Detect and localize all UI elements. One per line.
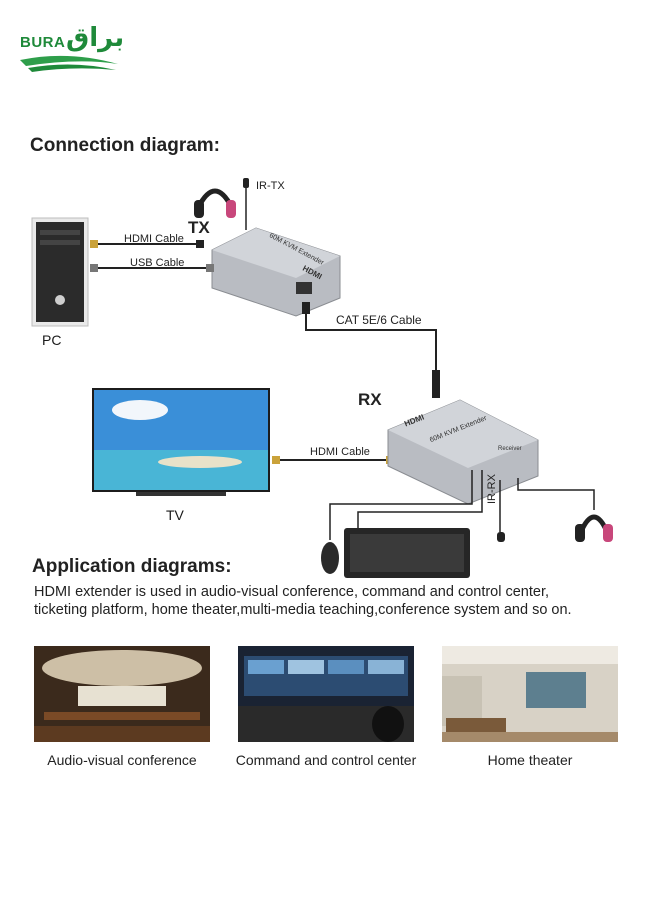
ir-tx-label: IR-TX: [256, 180, 285, 192]
logo-swoosh-icon: [20, 55, 118, 72]
brand-logo: [18, 20, 128, 76]
pc-tower-icon: [31, 217, 89, 327]
usb-cable-label: USB Cable: [130, 257, 185, 269]
control-center-photo: [238, 646, 414, 742]
cat-cable: [302, 302, 440, 398]
rx-extender-device: [387, 399, 539, 505]
home-theater-photo: [442, 646, 618, 742]
application-description-line1: HDMI extender is used in audio-visual co…: [34, 584, 550, 600]
cat-cable-label: CAT 5E/6 Cable: [336, 313, 422, 327]
connection-diagram-title: Connection diagram:: [30, 135, 221, 156]
caption-home-theater: Home theater: [487, 752, 573, 768]
headphones-tx-icon: [194, 188, 236, 218]
tx-extender-device: [211, 227, 341, 317]
rx-receiver-text: Receiver: [498, 446, 522, 452]
caption-command-control-center: Command and control center: [235, 752, 417, 768]
peripheral-cables: [329, 470, 595, 540]
usb-cable: [90, 264, 214, 272]
logo-arabic-text: براق: [66, 22, 125, 52]
caption-audio-visual-conference: Audio-visual conference: [47, 752, 197, 768]
ir-rx-probe-icon: [497, 532, 505, 542]
application-description-line2: ticketing platform, home theater,multi-m…: [34, 602, 572, 618]
hdmi-cable-rx-label: HDMI Cable: [310, 446, 370, 458]
connection-diagram: [31, 178, 613, 578]
logo-latin-text: BURA: [20, 34, 66, 51]
ir-rx-label: IR-RX: [486, 474, 498, 504]
pc-label: PC: [42, 332, 62, 348]
headphones-rx-icon: [575, 514, 613, 542]
hdmi-cable-tx: [90, 240, 204, 248]
application-diagrams-title: Application diagrams:: [32, 556, 232, 577]
tx-label: TX: [188, 218, 210, 237]
rx-label: RX: [358, 390, 382, 409]
ir-tx-probe-icon: [243, 178, 249, 230]
tv-icon: [92, 388, 270, 496]
keyboard-icon: [344, 528, 470, 578]
conference-photo: [34, 646, 210, 742]
hdmi-cable-tx-label: HDMI Cable: [124, 233, 184, 245]
tv-label: TV: [166, 507, 184, 523]
mouse-icon: [321, 542, 339, 574]
